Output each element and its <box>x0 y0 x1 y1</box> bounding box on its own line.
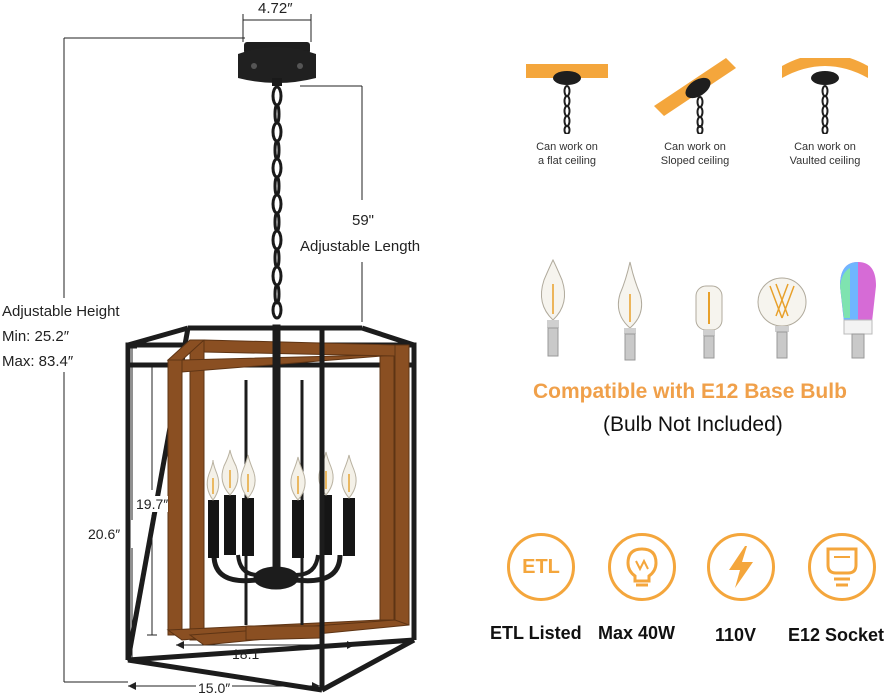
bulb-not-included-note: (Bulb Not Included) <box>603 413 783 436</box>
etl-listed-label: ETL Listed <box>490 623 582 643</box>
etl-icon: ETL <box>507 533 575 601</box>
candle-sleeves <box>208 495 355 558</box>
outer-width-label: 15.0″ <box>196 680 233 696</box>
inner-width-label: 18.1″ <box>232 646 265 662</box>
compatible-bulbs <box>541 258 876 361</box>
vaulted-ceiling-label: Can work on Vaulted ceiling <box>789 141 861 167</box>
chandelier-illustration <box>63 14 417 693</box>
inner-height-label: 19.7″ <box>136 496 169 512</box>
lightning-icon <box>707 533 775 601</box>
chain <box>271 85 283 320</box>
bulb-watt-icon <box>608 533 676 601</box>
globe-bulb-icon <box>757 277 807 359</box>
chain-length-value: 59" <box>352 212 375 229</box>
sloped-ceiling-icon <box>654 58 736 134</box>
compatible-headline: Compatible with E12 Base Bulb <box>533 380 847 403</box>
height-max: Max: 83.4″ <box>2 353 74 370</box>
candle-bulbs <box>206 449 357 501</box>
canopy-width-label: 4.72″ <box>258 0 293 17</box>
flat-ceiling-label: Can work on a flat ceiling <box>536 141 598 167</box>
tubular-bulb-icon <box>695 285 723 359</box>
candle-bulb-icon <box>541 258 565 357</box>
socket-label: E12 Socket <box>788 625 885 645</box>
canopy <box>238 42 316 86</box>
max-watt-label: Max 40W <box>598 623 676 643</box>
ceiling-types: Can work on a flat ceiling Can work on S… <box>520 58 890 173</box>
flame-tip-bulb-icon <box>617 261 643 361</box>
vaulted-ceiling-icon <box>782 58 868 134</box>
smart-rgb-bulb-icon <box>840 262 876 359</box>
flat-ceiling-icon <box>526 64 608 134</box>
wood-frame <box>166 339 410 646</box>
height-title: Adjustable Height <box>2 303 120 320</box>
metal-frame-front <box>127 330 415 690</box>
sloped-ceiling-label: Can work on Sloped ceiling <box>660 141 730 167</box>
chain-length-label: Adjustable Length <box>300 238 421 255</box>
voltage-label: 110V <box>715 625 757 645</box>
socket-icon <box>808 533 876 601</box>
height-min: Min: 25.2″ <box>2 328 70 345</box>
candle-arms <box>211 324 343 625</box>
outer-height-label: 20.6″ <box>88 526 121 542</box>
